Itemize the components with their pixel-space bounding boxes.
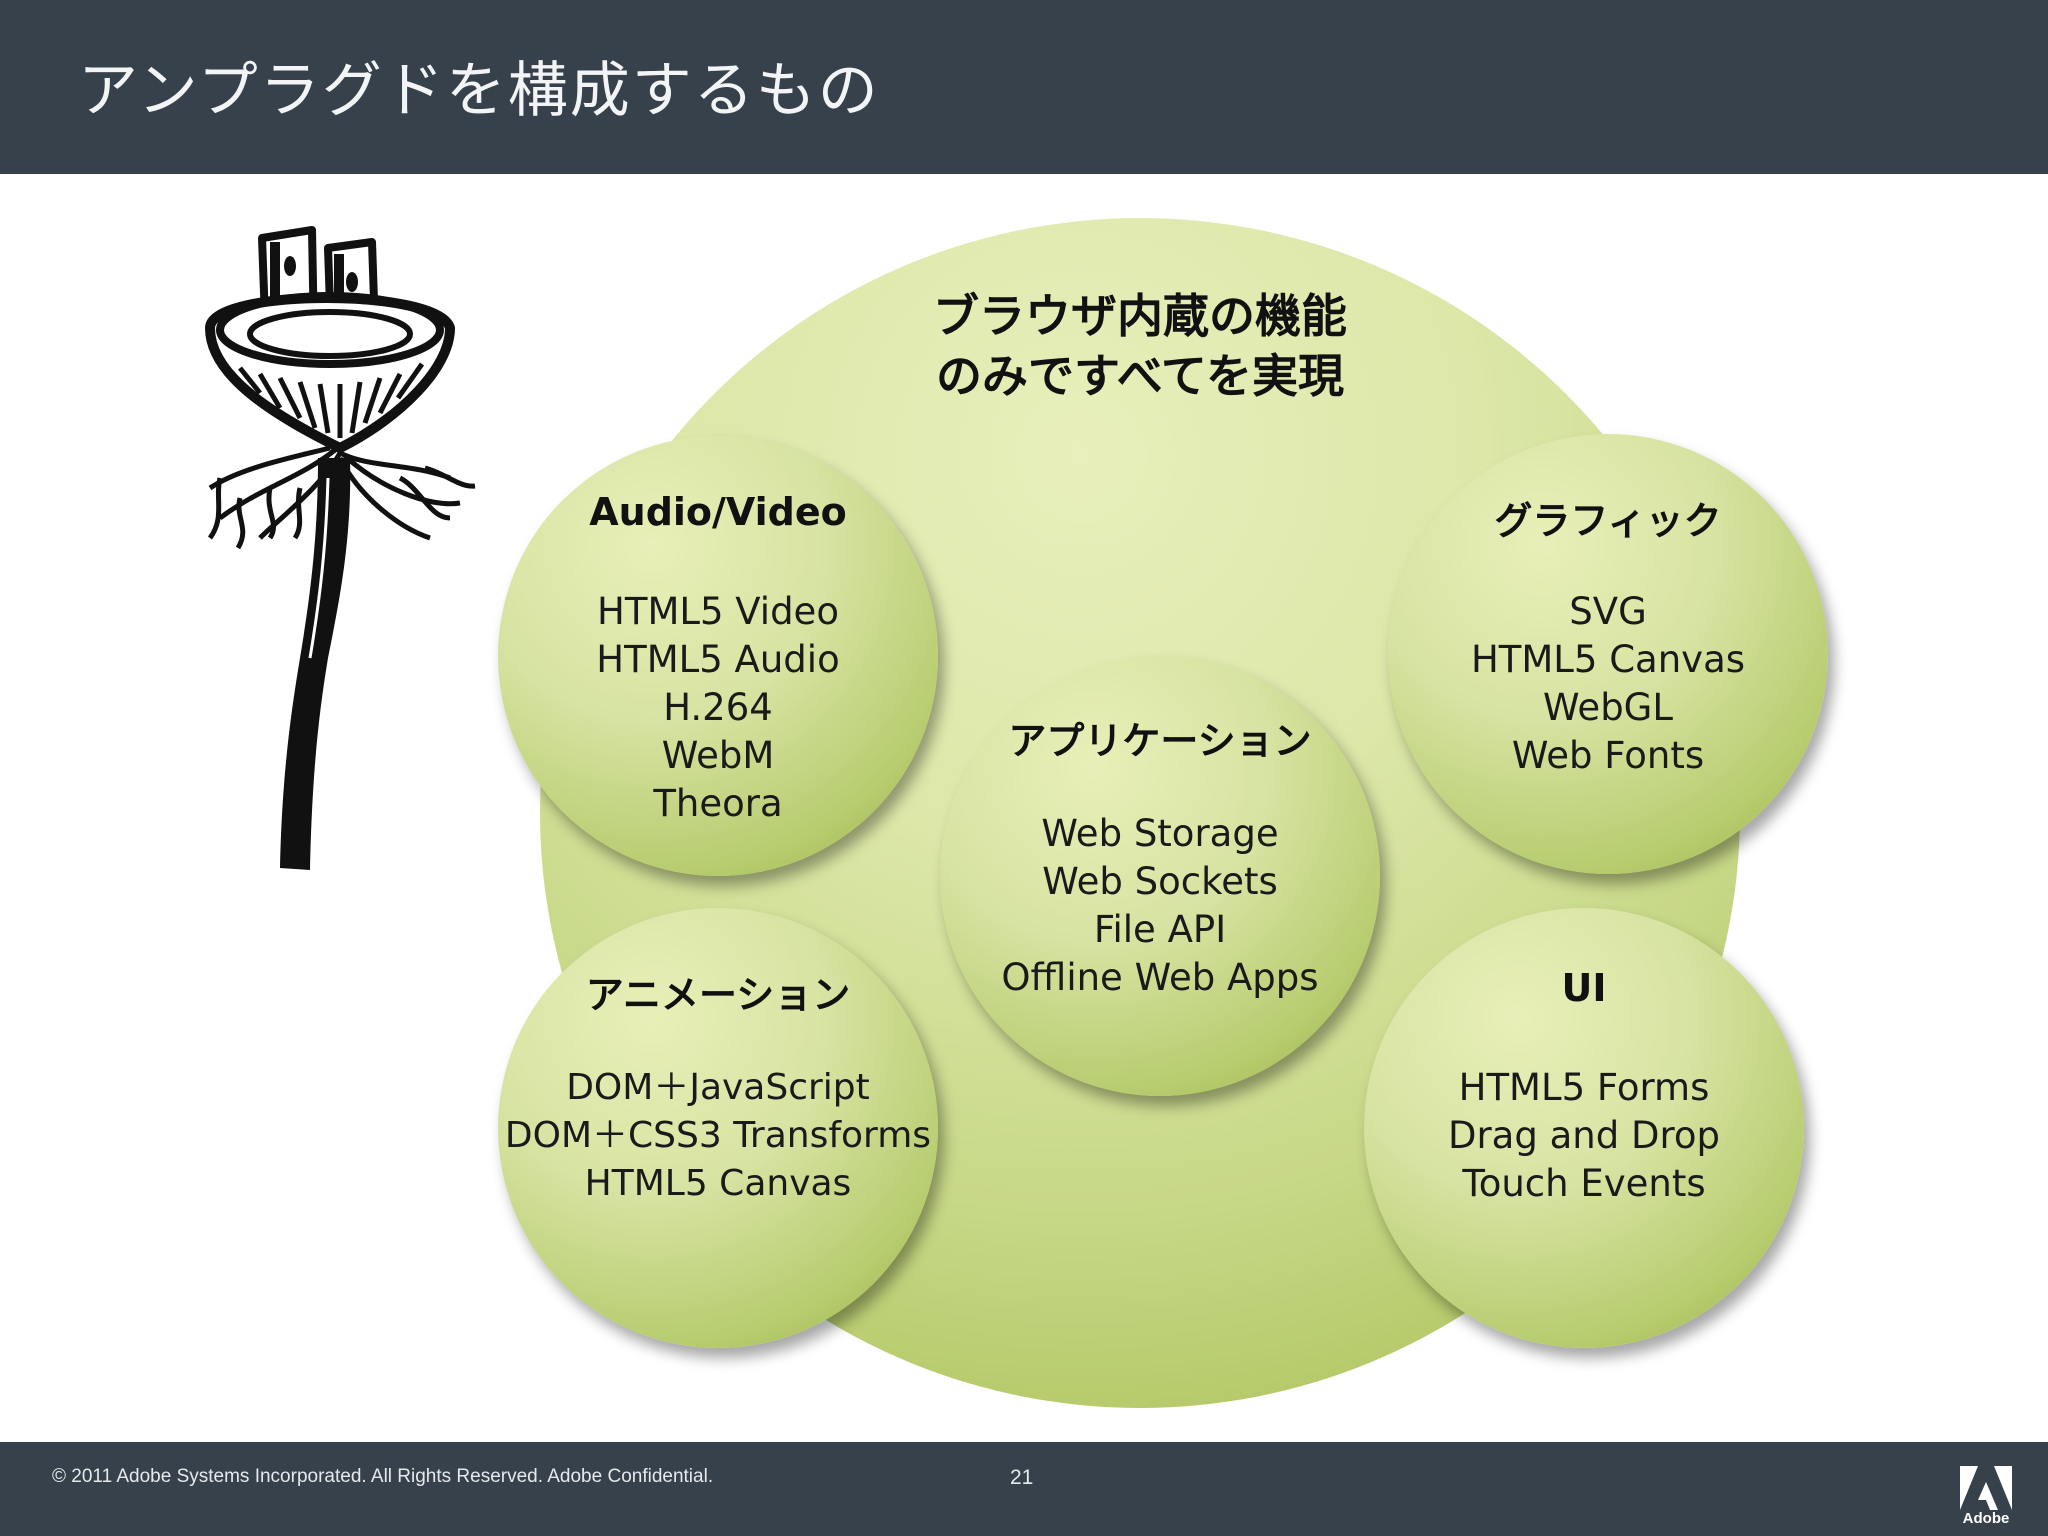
bubble-title: アプリケーション — [1008, 719, 1312, 763]
list-item: HTML5 Canvas — [584, 1163, 852, 1204]
browser-features-label: ブラウザ内蔵の機能 のみですべてを実現 — [800, 286, 1480, 406]
slide-footer: © 2011 Adobe Systems Incorporated. All R… — [0, 1442, 2048, 1536]
slide-title: アンプラグドを構成するもの — [78, 56, 880, 126]
list-item: Offline Web Apps — [1001, 956, 1319, 999]
bubble-title: アニメーション — [585, 973, 851, 1017]
list-item: File API — [1093, 908, 1227, 951]
bubble-items: SVG HTML5 Canvas WebGL Web Fonts — [1388, 588, 1828, 780]
list-item: Web Sockets — [1042, 860, 1278, 903]
list-item: Web Storage — [1041, 812, 1279, 855]
bubble-ui: UI HTML5 Forms Drag and Drop Touch Event… — [1364, 908, 1804, 1348]
list-item: HTML5 Forms — [1458, 1066, 1710, 1109]
bubble-application: アプリケーション Web Storage Web Sockets File AP… — [940, 656, 1380, 1096]
unplugged-plug-illustration — [204, 226, 476, 870]
list-item: Theora — [653, 782, 783, 825]
list-item: WebM — [661, 734, 775, 777]
bubble-items: Web Storage Web Sockets File API Offline… — [940, 810, 1380, 1002]
bubble-title: グラフィック — [1494, 499, 1722, 543]
list-item: HTML5 Canvas — [1470, 638, 1746, 681]
list-item: Touch Events — [1462, 1162, 1706, 1205]
bubble-title: Audio/Video — [589, 490, 847, 534]
bubble-title: UI — [1561, 966, 1607, 1010]
list-item: SVG — [1569, 590, 1647, 633]
center-label-line1: ブラウザ内蔵の機能 — [933, 289, 1347, 343]
slide-header: アンプラグドを構成するもの — [0, 0, 2048, 174]
list-item: WebGL — [1543, 686, 1673, 729]
adobe-logo-icon — [1960, 1466, 2012, 1510]
list-item: Web Fonts — [1511, 734, 1705, 777]
page-number: 21 — [1010, 1466, 1034, 1489]
list-item: HTML5 Video — [597, 590, 839, 633]
list-item: DOM＋JavaScript — [566, 1067, 870, 1108]
list-item: HTML5 Audio — [596, 638, 840, 681]
center-label-line2: のみですべてを実現 — [935, 349, 1345, 403]
list-item: DOM＋CSS3 Transforms — [504, 1115, 932, 1156]
bubble-animation: アニメーション DOM＋JavaScript DOM＋CSS3 Transfor… — [498, 908, 938, 1348]
copyright-text: © 2011 Adobe Systems Incorporated. All R… — [52, 1466, 714, 1487]
bubble-items: HTML5 Video HTML5 Audio H.264 WebM Theor… — [498, 588, 938, 828]
list-item: Drag and Drop — [1447, 1114, 1720, 1157]
bubble-graphics: グラフィック SVG HTML5 Canvas WebGL Web Fonts — [1388, 434, 1828, 874]
bubble-audio-video: Audio/Video HTML5 Video HTML5 Audio H.26… — [498, 436, 938, 876]
list-item: H.264 — [663, 686, 773, 729]
bubble-items: HTML5 Forms Drag and Drop Touch Events — [1364, 1064, 1804, 1208]
adobe-logo-text: Adobe — [1962, 1510, 2010, 1527]
bubble-items: DOM＋JavaScript DOM＋CSS3 Transforms HTML5… — [498, 1064, 938, 1208]
